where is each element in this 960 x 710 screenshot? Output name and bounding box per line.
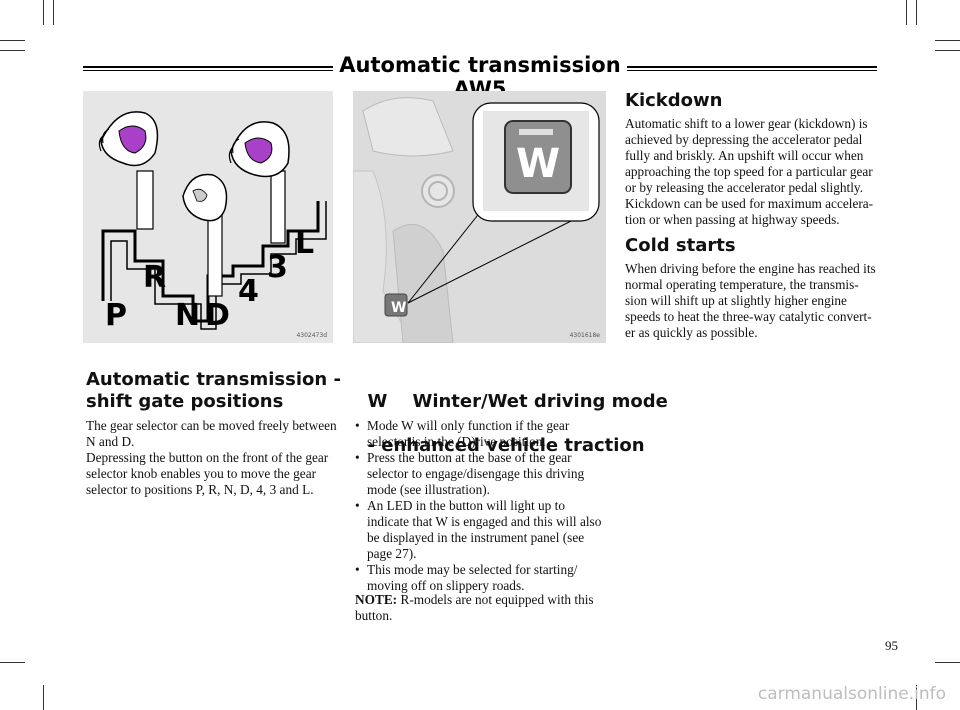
crop-mark [916, 685, 917, 710]
shift-gate-text: The gear selector can be moved freely be… [86, 418, 351, 498]
cold-starts-text: When driving before the engine has reach… [625, 261, 895, 341]
figure-code: 4301618e [569, 332, 600, 339]
heading-line: Automatic transmission - [86, 369, 341, 390]
kickdown-heading: Kickdown [625, 90, 723, 111]
text-line: fully and briskly. An upshift will occur… [625, 148, 864, 163]
crop-mark [43, 685, 44, 710]
text-line: Press the button at the base of the gear [367, 450, 572, 465]
w-button-illustration: W W 4301618e [353, 91, 606, 343]
text-line: selector is in the (D)rive position. [367, 434, 546, 449]
crop-mark [43, 0, 44, 25]
text-line: moving off on slippery roads. [367, 578, 525, 593]
gear-letter-4: 4 [238, 274, 259, 309]
w-button-label: W [516, 141, 561, 187]
crop-mark [935, 40, 960, 41]
shift-gate-drawing: P R N D 4 3 L [98, 111, 327, 333]
gear-letter-3: 3 [267, 250, 288, 285]
watermark-link[interactable]: carmanualsonline.info [757, 684, 946, 704]
gear-letter-r: R [143, 260, 166, 295]
text-line: mode (see illustration). [367, 482, 490, 497]
list-item: An LED in the button will light up to in… [355, 498, 620, 562]
cold-starts-heading: Cold starts [625, 235, 736, 256]
crop-mark [0, 662, 25, 663]
note-line: button. [355, 608, 393, 623]
crop-mark [935, 50, 960, 51]
text-line: normal operating temperature, the transm… [625, 277, 859, 292]
text-line: achieved by depressing the accelerator p… [625, 132, 863, 147]
text-line: sion will shift up at slightly higher en… [625, 293, 847, 308]
text-line: speeds to heat the three-way catalytic c… [625, 309, 872, 324]
text-line: N and D. [86, 434, 135, 449]
text-line: Automatic shift to a lower gear (kickdow… [625, 116, 868, 131]
text-line: An LED in the button will light up to [367, 498, 565, 513]
text-line: approaching the top speed for a particul… [625, 164, 873, 179]
text-line: tion or when passing at highway speeds. [625, 212, 840, 227]
crop-mark [53, 0, 54, 25]
text-line: The gear selector can be moved freely be… [86, 418, 337, 433]
shift-gate-heading: Automatic transmission - shift gate posi… [86, 369, 346, 413]
crop-mark [935, 662, 960, 663]
list-item: Mode W will only function if the gear se… [355, 418, 620, 450]
figure-code: 4302473d [296, 332, 327, 339]
text-line: This mode may be selected for starting/ [367, 562, 578, 577]
crop-mark [906, 0, 907, 25]
text-line: selector to positions P, R, N, D, 4, 3 a… [86, 482, 314, 497]
note-text: NOTE: R-models are not equipped with thi… [355, 592, 620, 624]
text-line: or by releasing the accelerator pedal sl… [625, 180, 864, 195]
text-line: indicate that W is engaged and this will… [367, 514, 602, 529]
gear-letter-d: D [205, 298, 230, 333]
header-rule-right [627, 66, 877, 71]
crop-mark [0, 50, 25, 51]
gear-letter-l: L [295, 226, 314, 261]
note-label: NOTE: [355, 592, 398, 607]
text-line: selector to engage/disengage this drivin… [367, 466, 585, 481]
text-line: selector knob enables you to move the ge… [86, 466, 317, 481]
heading-line: shift gate positions [86, 391, 284, 412]
text-line: Kickdown can be used for maximum acceler… [625, 196, 874, 211]
crop-mark [916, 0, 917, 25]
page-number: 95 [885, 638, 898, 653]
console-drawing: W [353, 91, 606, 343]
text-line: Depressing the button on the front of th… [86, 450, 329, 465]
text-line: er as quickly as possible. [625, 325, 758, 340]
text-line: be displayed in the instrument panel (se… [367, 530, 585, 545]
text-line: Mode W will only function if the gear [367, 418, 570, 433]
svg-text:W: W [391, 300, 406, 316]
gear-letter-p: P [105, 298, 127, 333]
gear-letter-n: N [175, 298, 200, 333]
list-item: This mode may be selected for starting/ … [355, 562, 620, 594]
winter-mode-list: Mode W will only function if the gear se… [355, 418, 620, 594]
shift-gate-illustration: P R N D 4 3 L 4302473d [83, 91, 333, 343]
text-line: page 27). [367, 546, 417, 561]
crop-mark [0, 40, 25, 41]
heading-line: W Winter/Wet driving mode [367, 391, 668, 412]
text-line: When driving before the engine has reach… [625, 261, 876, 276]
header-rule-left [83, 66, 333, 71]
note-line: R-models are not equipped with this [397, 592, 594, 607]
list-item: Press the button at the base of the gear… [355, 450, 620, 498]
kickdown-text: Automatic shift to a lower gear (kickdow… [625, 116, 895, 228]
